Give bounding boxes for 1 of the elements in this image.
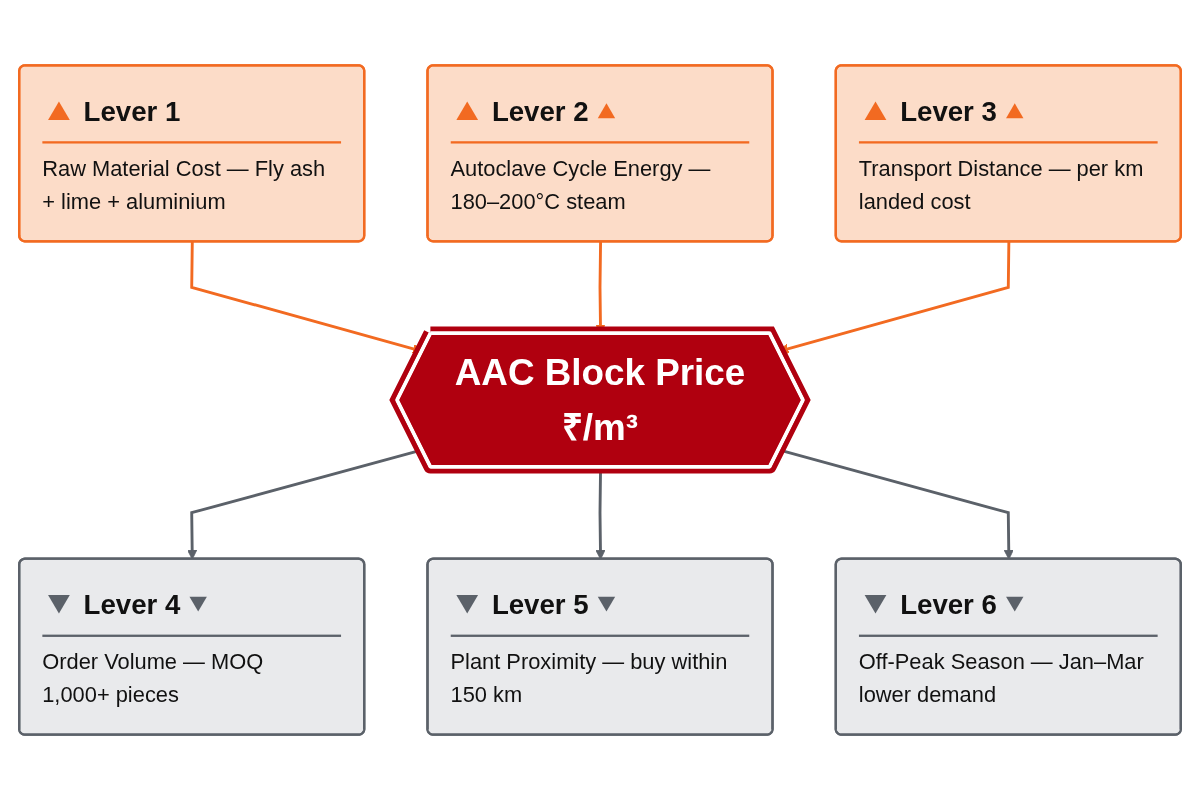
node-box: AAC Block Price ₹/m³ — [390, 326, 810, 474]
